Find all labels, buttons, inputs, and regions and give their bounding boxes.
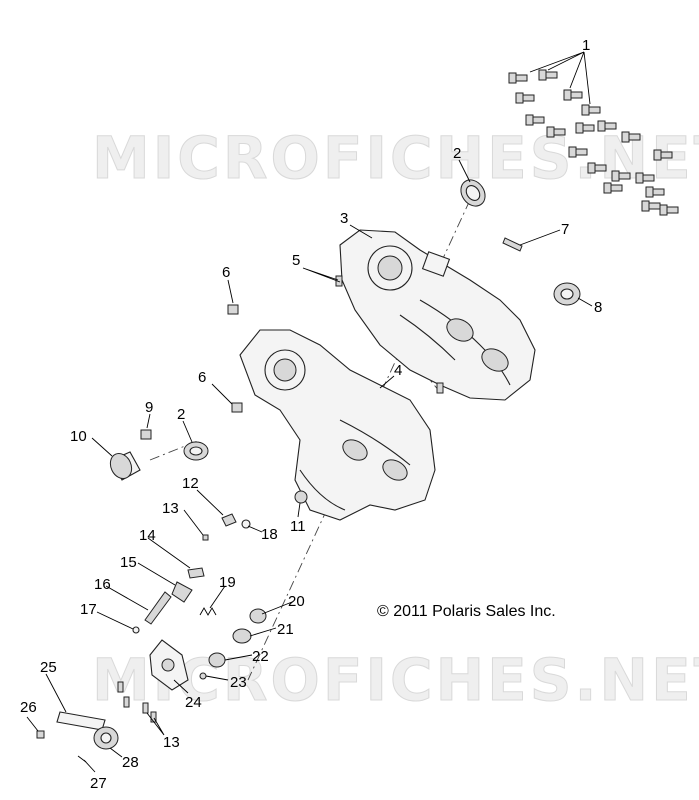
plug-9	[140, 429, 152, 440]
callout-7: 7	[561, 221, 569, 238]
callout-26: 26	[20, 699, 37, 716]
callout-18: 18	[261, 526, 278, 543]
callout-4: 4	[394, 362, 402, 379]
gear-21	[232, 628, 252, 644]
callout-27: 27	[90, 775, 107, 792]
callout-9: 9	[145, 399, 153, 416]
bracket-14	[187, 567, 205, 579]
watermark-bottom: MICROFICHES.NET	[92, 646, 699, 714]
pin-23	[199, 672, 207, 680]
wheel-28	[93, 726, 119, 750]
callout-17: 17	[80, 601, 97, 618]
plug-6-lower	[231, 402, 243, 413]
bushing-12	[221, 513, 237, 527]
bolts-13	[117, 681, 157, 723]
bolt-group-1	[508, 69, 679, 216]
callout-2-top: 2	[453, 145, 461, 162]
callout-5: 5	[292, 252, 300, 269]
callout-22: 22	[252, 648, 269, 665]
callout-19: 19	[219, 574, 236, 591]
callout-14: 14	[139, 527, 156, 544]
callout-2-lower: 2	[177, 406, 185, 423]
callout-6-top: 6	[222, 264, 230, 281]
dowel-5-b	[436, 382, 444, 394]
copyright-notice: © 2011 Polaris Sales Inc.	[377, 603, 556, 620]
callout-13-bottom: 13	[163, 734, 180, 751]
nut-11	[294, 490, 308, 504]
gear-20	[249, 608, 267, 624]
crankcase-half-4	[239, 329, 436, 521]
callout-16: 16	[94, 576, 111, 593]
callout-28: 28	[122, 754, 139, 771]
leader-lines	[26, 51, 593, 773]
cover-24	[149, 639, 189, 691]
callout-3: 3	[340, 210, 348, 227]
bearing-8	[553, 282, 581, 306]
plate-25	[56, 711, 106, 731]
callout-13-mid: 13	[162, 500, 179, 517]
callout-15: 15	[120, 554, 137, 571]
callout-12: 12	[182, 475, 199, 492]
shaft-16	[144, 591, 172, 625]
seal-2-lower	[183, 441, 209, 461]
washer-22	[208, 652, 226, 668]
callout-8: 8	[594, 299, 602, 316]
filter-10	[109, 451, 141, 481]
pin-13-a	[202, 534, 209, 541]
plug-6-top	[227, 304, 239, 315]
callout-25: 25	[40, 659, 57, 676]
watermark-top: MICROFICHES.NET	[92, 124, 699, 192]
callout-23: 23	[230, 674, 247, 691]
callout-1: 1	[582, 37, 590, 54]
callout-6-lower: 6	[198, 369, 206, 386]
callout-24: 24	[185, 694, 202, 711]
fitting-7	[502, 237, 523, 252]
callout-21: 21	[277, 621, 294, 638]
callout-11: 11	[290, 518, 306, 535]
callout-labels: 1 2 3 5 7 8 6 6 4 9 2 10 12 13 18 11 14 …	[20, 37, 602, 792]
nut-26	[36, 730, 45, 739]
callout-20: 20	[288, 593, 305, 610]
dowel-5-a	[335, 275, 343, 287]
oring-17	[132, 626, 140, 634]
seal-2-top	[460, 179, 486, 207]
spring-19	[199, 607, 217, 616]
crankcase-half-3	[339, 229, 536, 401]
callout-10: 10	[70, 428, 87, 445]
lever-15	[171, 581, 193, 603]
